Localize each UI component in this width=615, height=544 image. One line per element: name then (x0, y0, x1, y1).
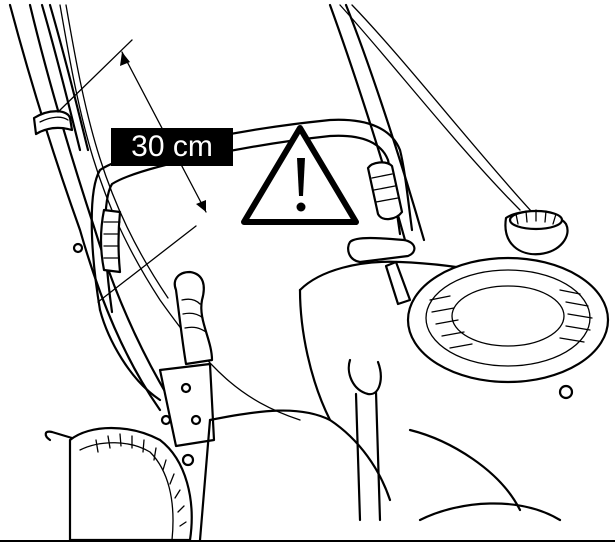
engine-housing (198, 209, 610, 542)
rear-wheel (44, 426, 193, 542)
warning-triangle-icon (241, 125, 359, 225)
height-adjust-lever (158, 270, 216, 467)
dimension-label: 30 cm (111, 128, 233, 166)
dimension-label-text: 30 cm (131, 130, 213, 163)
right-handle (328, 3, 426, 242)
left-handle (8, 3, 172, 412)
